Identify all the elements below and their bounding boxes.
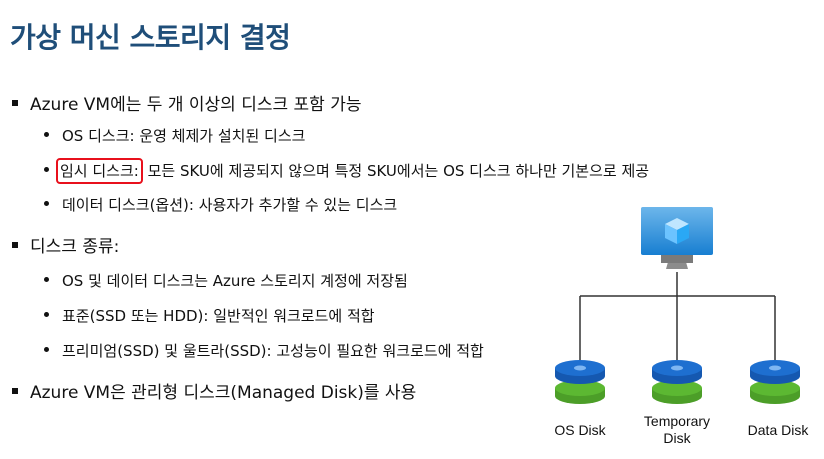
sub-bullet-text: OS 및 데이터 디스크는 Azure 스토리지 계정에 저장됨 xyxy=(62,272,408,290)
sub-bullet-item: OS 및 데이터 디스크는 Azure 스토리지 계정에 저장됨 xyxy=(44,270,408,291)
sub-bullet-text: 데이터 디스크(옵션): 사용자가 추가할 수 있는 디스크 xyxy=(62,196,398,214)
sub-bullet-text: 모든 SKU에 제공되지 않으며 특정 SKU에서는 OS 디스크 하나만 기본… xyxy=(142,162,650,180)
temporary-disk-label-line1: Temporary xyxy=(643,413,711,429)
azure-vm-monitor-icon xyxy=(641,207,713,269)
os-disk-label: OS Disk xyxy=(554,422,606,438)
sub-bullet-item: 데이터 디스크(옵션): 사용자가 추가할 수 있는 디스크 xyxy=(44,194,397,215)
bullet-text: 디스크 종류: xyxy=(30,237,120,257)
sub-bullet-item: 프리미엄(SSD) 및 울트라(SSD): 고성능이 필요한 워크로드에 적합 xyxy=(44,340,484,361)
dot-bullet-icon xyxy=(44,132,49,137)
bullet-item: Azure VM에는 두 개 이상의 디스크 포함 가능 xyxy=(12,90,362,115)
highlighted-term: 임시 디스크: xyxy=(56,158,143,184)
disk-icon xyxy=(652,360,702,404)
disk-icon xyxy=(555,360,605,404)
bullet-item: 디스크 종류: xyxy=(12,232,119,257)
cube-icon xyxy=(665,218,689,244)
sub-bullet-text: OS 디스크: 운영 체제가 설치된 디스크 xyxy=(62,127,306,145)
square-bullet-icon xyxy=(12,388,18,394)
page-title: 가상 머신 스토리지 결정 xyxy=(10,21,291,54)
bullet-text: Azure VM에는 두 개 이상의 디스크 포함 가능 xyxy=(30,95,362,115)
sub-bullet-item: 표준(SSD 또는 HDD): 일반적인 워크로드에 적합 xyxy=(44,305,375,326)
bullet-text: Azure VM은 관리형 디스크(Managed Disk)를 사용 xyxy=(30,383,417,403)
square-bullet-icon xyxy=(12,242,18,248)
square-bullet-icon xyxy=(12,100,18,106)
temporary-disk-label-line2: Disk xyxy=(663,430,691,446)
disk-icon xyxy=(750,360,800,404)
sub-bullet-text: 표준(SSD 또는 HDD): 일반적인 워크로드에 적합 xyxy=(62,307,375,325)
temporary-disk-label: Temporary Disk xyxy=(636,413,718,447)
bullet-item: Azure VM은 관리형 디스크(Managed Disk)를 사용 xyxy=(12,378,416,403)
sub-bullet-item: 임시 디스크: 모든 SKU에 제공되지 않으며 특정 SKU에서는 OS 디스… xyxy=(44,158,649,184)
sub-bullet-item: OS 디스크: 운영 체제가 설치된 디스크 xyxy=(44,125,305,146)
dot-bullet-icon xyxy=(44,167,49,172)
connector-lines xyxy=(579,272,776,362)
dot-bullet-icon xyxy=(44,347,49,352)
dot-bullet-icon xyxy=(44,312,49,317)
sub-bullet-text: 프리미엄(SSD) 및 울트라(SSD): 고성능이 필요한 워크로드에 적합 xyxy=(62,342,484,360)
dot-bullet-icon xyxy=(44,201,49,206)
dot-bullet-icon xyxy=(44,277,49,282)
data-disk-label: Data Disk xyxy=(747,422,809,438)
